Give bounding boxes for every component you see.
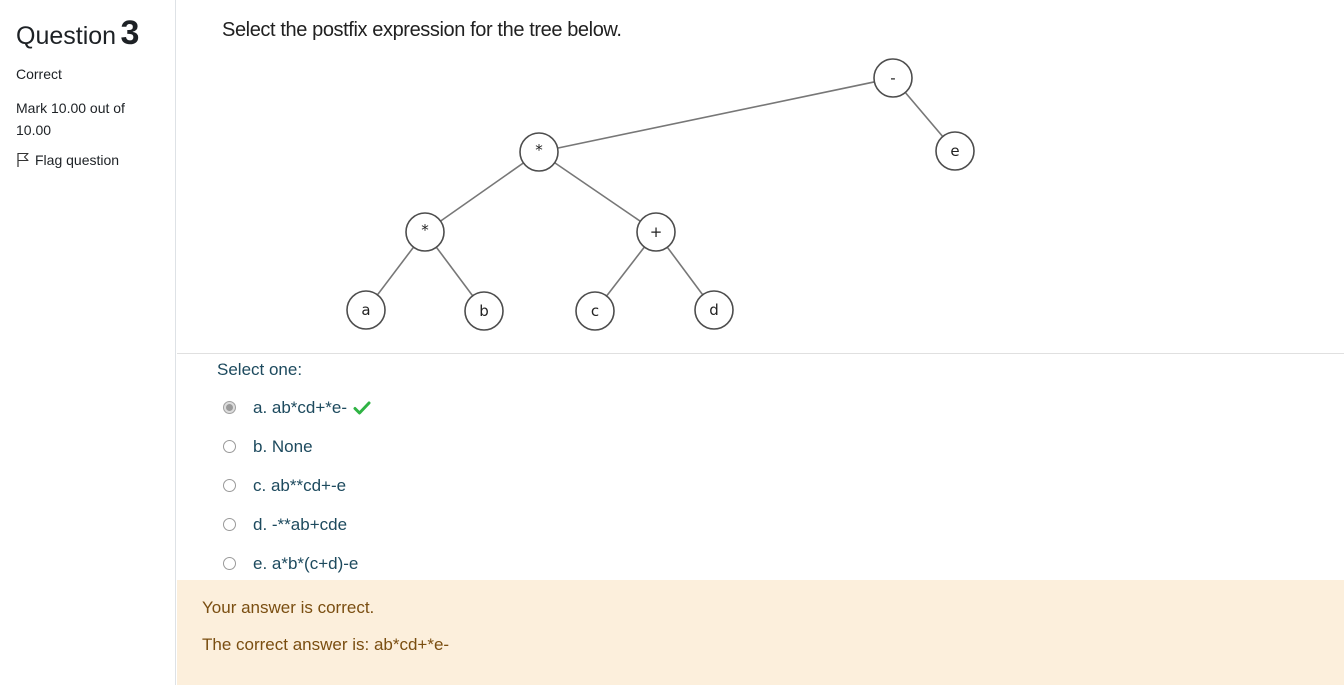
feedback-box: Your answer is correct. The correct answ… (177, 580, 1344, 685)
question-title: Question 3 (16, 14, 139, 53)
tree-node-e: e (935, 131, 975, 171)
feedback-result: Your answer is correct. (202, 598, 375, 617)
tree-node-b-label: b (479, 302, 489, 320)
question-state: Correct (16, 66, 62, 82)
select-one-prompt: Select one: (217, 360, 303, 379)
radio-option-b[interactable] (223, 440, 236, 453)
tree-node-mult-left: * (405, 212, 445, 252)
tree-node-mult-top-label: * (535, 141, 543, 159)
tree-node-a: a (346, 290, 386, 330)
tree-node-a-label: a (361, 301, 370, 319)
radio-option-a[interactable] (223, 401, 236, 414)
question-content: Select the postfix expression for the tr… (177, 0, 1344, 685)
expression-tree: - * e * + a b c (346, 58, 975, 331)
answer-option-c[interactable]: c. ab**cd+-e (223, 466, 371, 505)
answer-option-c-label: c. ab**cd+-e (253, 475, 347, 495)
tree-node-c: c (575, 291, 615, 331)
feedback-right-answer: The correct answer is: ab*cd+*e- (202, 635, 450, 654)
tree-node-b: b (464, 291, 504, 331)
tree-node-minus: - (873, 58, 913, 98)
answer-option-d[interactable]: d. -**ab+cde (223, 505, 371, 544)
answer-option-d-label: d. -**ab+cde (253, 514, 348, 534)
question-text: Select the postfix expression for the tr… (222, 19, 622, 41)
tree-node-d: d (694, 290, 734, 330)
answer-option-e[interactable]: e. a*b*(c+d)-e (223, 544, 371, 583)
flag-icon (17, 152, 29, 167)
edge-mult-mult (424, 151, 540, 233)
flag-question-label: Flag question (35, 152, 120, 168)
tree-node-c-label: c (591, 302, 599, 320)
radio-option-d[interactable] (223, 518, 236, 531)
question-info-panel: Question 3 Correct Mark 10.00 out of 10.… (0, 0, 176, 685)
tree-node-e-label: e (950, 142, 959, 160)
answer-options: a. ab*cd+*e- b. None c. ab**cd+-e d. -**… (223, 388, 371, 583)
tree-node-plus-label: + (650, 223, 663, 241)
tree-node-plus: + (636, 212, 676, 252)
tree-node-mult-left-label: * (421, 221, 429, 239)
radio-option-e[interactable] (223, 557, 236, 570)
question-grade: Mark 10.00 out of 10.00 (16, 100, 125, 138)
checkmark-icon (353, 401, 371, 414)
answer-option-a-label: a. ab*cd+*e- (253, 397, 348, 417)
edge-minus-mult (538, 77, 894, 153)
answer-option-e-label: e. a*b*(c+d)-e (253, 553, 359, 573)
radio-option-c[interactable] (223, 479, 236, 492)
tree-node-minus-label: - (890, 69, 895, 87)
answer-option-b[interactable]: b. None (223, 427, 371, 466)
question-divider (177, 353, 1344, 354)
flag-question-button[interactable]: Flag question (16, 152, 119, 168)
question-word: Question (16, 22, 117, 50)
question-number: 3 (120, 14, 140, 52)
edge-mult-plus (538, 151, 657, 233)
answer-option-a[interactable]: a. ab*cd+*e- (223, 388, 371, 427)
tree-node-mult-top: * (519, 132, 559, 172)
tree-node-d-label: d (709, 301, 719, 319)
answer-option-b-label: b. None (253, 436, 313, 456)
